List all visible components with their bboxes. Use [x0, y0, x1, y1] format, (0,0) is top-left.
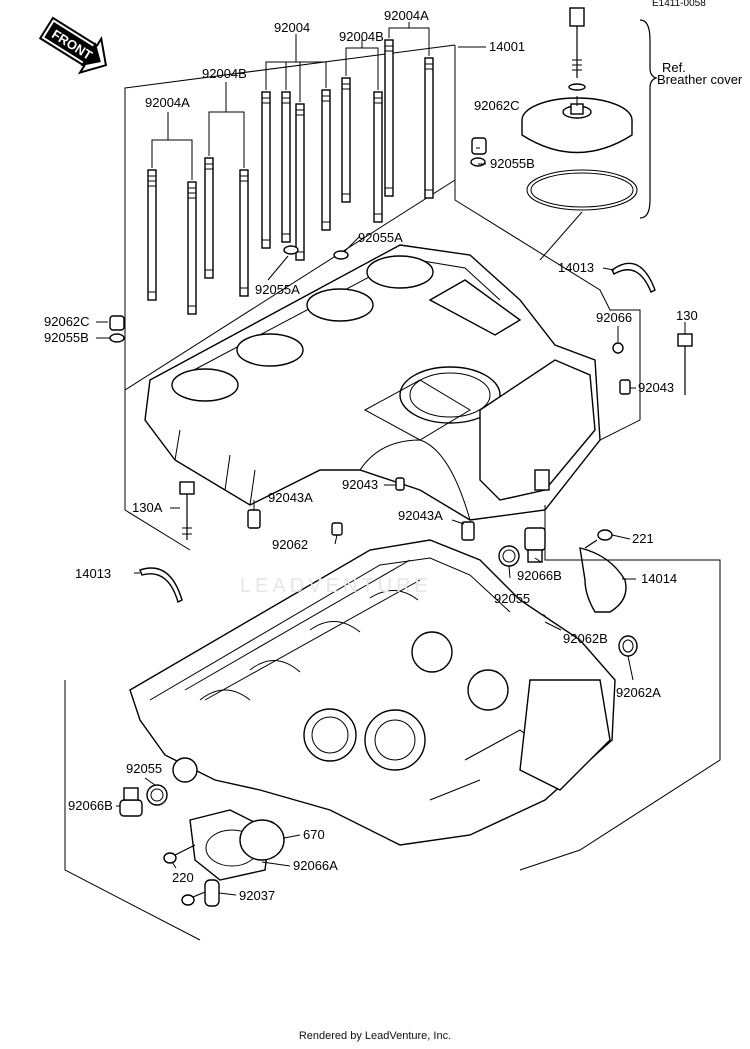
front-arrow-icon: FRONT [38, 16, 108, 75]
callout-92055b-top: 92055B [490, 156, 535, 171]
callout-92062c-left: 92062C [44, 314, 90, 329]
half-ring-upper [611, 262, 656, 293]
callout-130a: 130A [132, 500, 163, 515]
diagram-code: E1411-0058 [652, 0, 706, 9]
callout-92066b-right: 92066B [517, 568, 562, 583]
callout-92043-right: 92043 [638, 380, 674, 395]
bolt-220 [163, 844, 211, 906]
callout-221: 221 [632, 531, 654, 546]
breather-cover [521, 97, 633, 154]
callout-92043a-left: 92043A [268, 490, 313, 505]
leader-lines [96, 46, 686, 896]
callout-92037: 92037 [239, 888, 275, 903]
lower-crankcase [129, 539, 616, 846]
plate-92037 [204, 879, 220, 907]
breather-cover-label: Breather cover [657, 72, 743, 87]
callout-92055a-low: 92055A [255, 282, 300, 297]
plug-92062a [618, 635, 638, 657]
callout-92055-left: 92055 [126, 761, 162, 776]
callout-92004a-left: 92004A [145, 95, 190, 110]
callout-92055-right: 92055 [494, 591, 530, 606]
o-ring-670 [239, 819, 285, 861]
breather-bolt [568, 7, 586, 91]
callout-14001: 14001 [489, 39, 525, 54]
cylinder-studs [147, 22, 434, 315]
callout-92062c-top: 92062C [474, 98, 520, 113]
callout-92043-mid: 92043 [342, 477, 378, 492]
lower-case-outline [64, 505, 721, 941]
footer-credit: Rendered by LeadVenture, Inc. [298, 1030, 452, 1042]
callout-92004b-top: 92004B [339, 29, 384, 44]
breather-o-ring [526, 169, 638, 211]
plug-92066b-right [524, 527, 546, 563]
watermark: LEADVENTURE [240, 575, 432, 597]
oil-plug-92066 [612, 342, 624, 354]
dowel-pin-92062c [471, 137, 487, 155]
callout-92004a-top: 92004A [384, 8, 429, 23]
upper-case-outline [124, 44, 641, 551]
callout-220: 220 [172, 870, 194, 885]
callout-92004b-left: 92004B [202, 66, 247, 81]
callout-92062a: 92062A [616, 685, 661, 700]
callout-labels: 14001 92004 92004A 92004B 92004B 92004A … [44, 8, 698, 903]
callout-92055a-mid: 92055A [358, 230, 403, 245]
callout-92062b: 92062B [563, 631, 608, 646]
callout-92066b-left: 92066B [68, 798, 113, 813]
ref-label: Ref. [662, 60, 686, 75]
gasket-92055-left [146, 784, 168, 806]
callout-14014: 14014 [641, 571, 677, 586]
callout-92066a: 92066A [293, 858, 338, 873]
callout-92066: 92066 [596, 310, 632, 325]
bolt-130a [179, 481, 195, 540]
callout-14013-top: 14013 [558, 260, 594, 275]
callout-92062: 92062 [272, 537, 308, 552]
callout-670: 670 [303, 827, 325, 842]
callout-92004-top: 92004 [274, 20, 310, 35]
breather-cover-ref: Ref. Breather cover [639, 19, 743, 219]
upper-crankcase [144, 244, 601, 521]
half-ring-lower [139, 567, 183, 604]
bolt-130 [677, 333, 693, 395]
plug-92066b-left [119, 787, 143, 817]
callout-92043a-right: 92043A [398, 508, 443, 523]
callout-130: 130 [676, 308, 698, 323]
callout-92055b-left: 92055B [44, 330, 89, 345]
cover-14014 [579, 547, 627, 613]
callout-14013-left: 14013 [75, 566, 111, 581]
screw-221 [584, 529, 613, 549]
